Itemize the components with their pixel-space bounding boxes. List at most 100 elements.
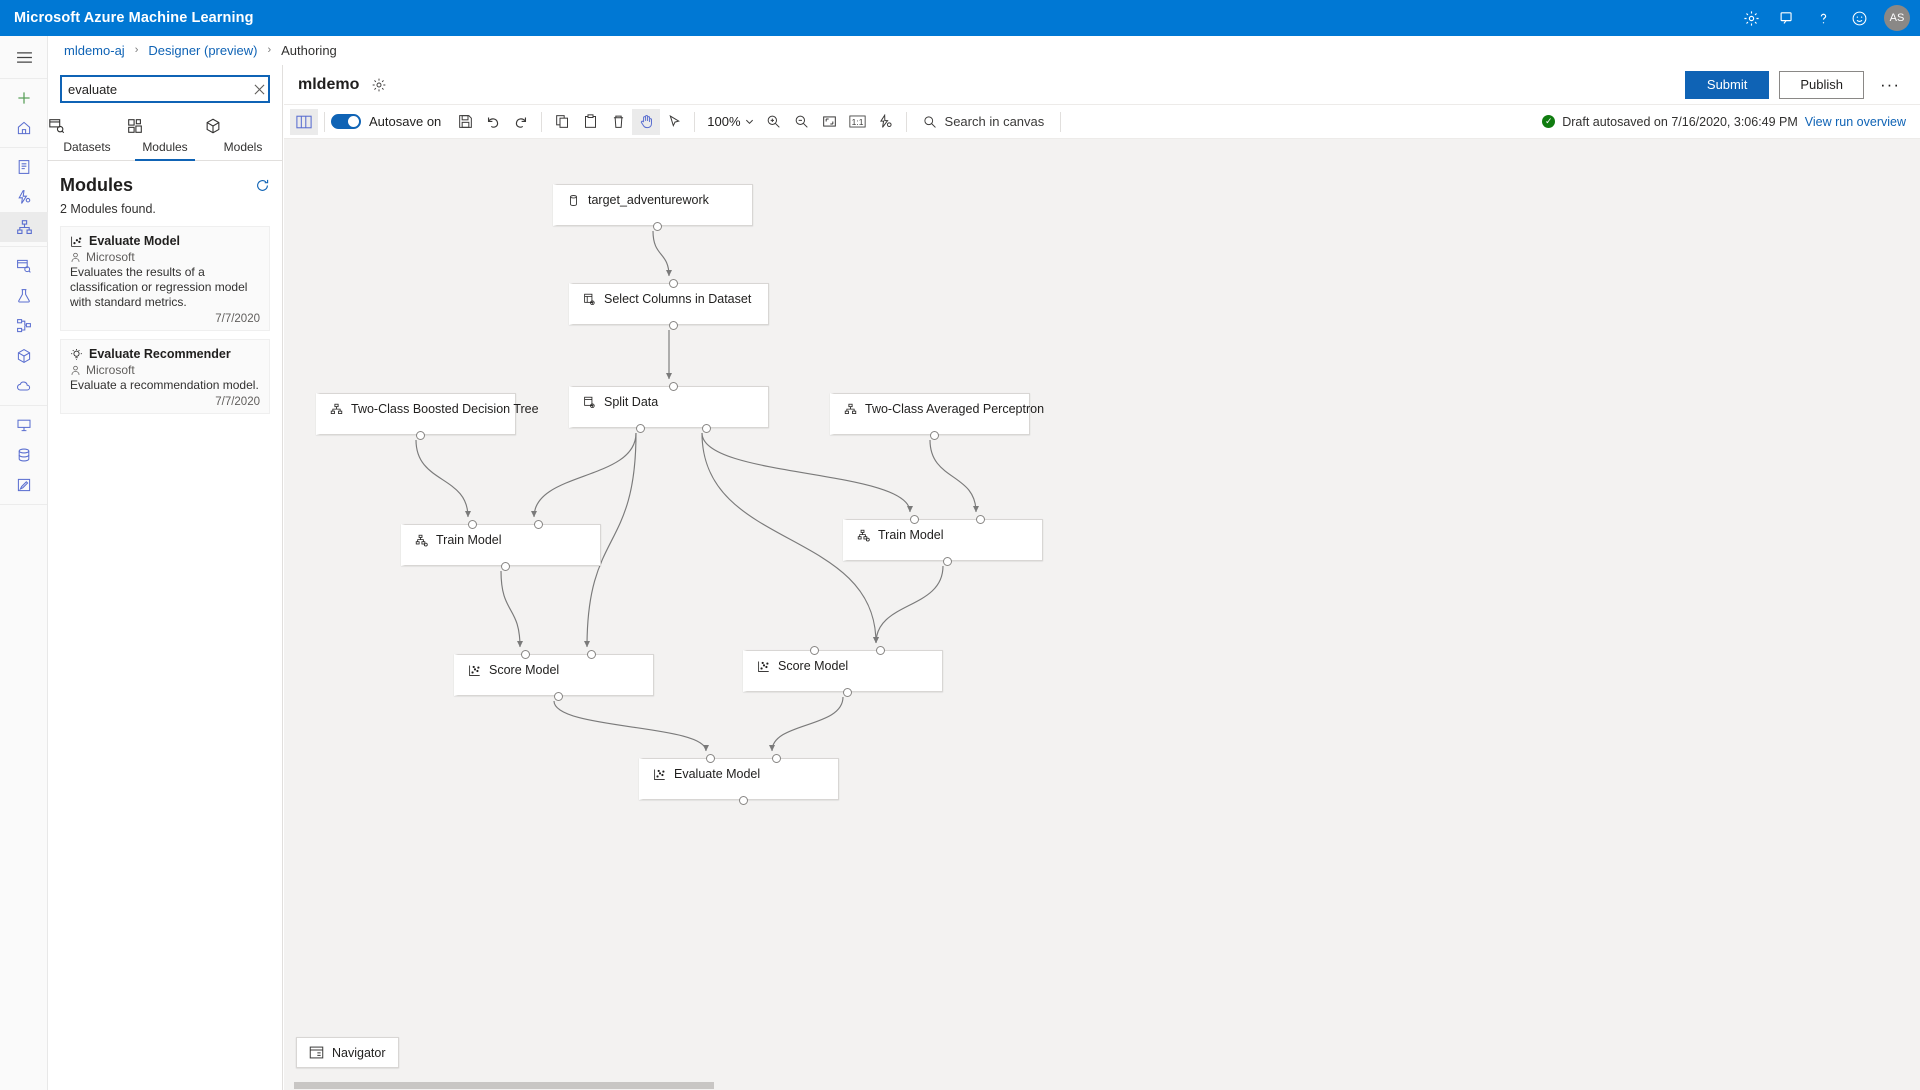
paste-button[interactable]	[576, 109, 604, 135]
experiments-icon[interactable]	[0, 281, 48, 311]
canvas-search[interactable]: Search in canvas	[913, 114, 1055, 129]
module-card-evaluate-model[interactable]: Evaluate Model Microsoft Evaluates the r…	[60, 226, 270, 331]
node-output-port-0[interactable]	[842, 688, 852, 697]
pan-tool-button[interactable]	[632, 108, 661, 135]
breadcrumb-item-designer[interactable]: Designer (preview)	[148, 42, 258, 58]
pipeline-node-tcap[interactable]: Two-Class Averaged Perceptron	[830, 393, 1044, 440]
rail-group-assets	[0, 247, 47, 406]
node-input-port-0[interactable]	[909, 515, 919, 524]
pipeline-node-sel[interactable]: Select Columns in Dataset	[569, 279, 769, 330]
new-icon[interactable]	[0, 83, 48, 113]
home-icon[interactable]	[0, 113, 48, 143]
node-input-port-0[interactable]	[467, 520, 477, 529]
node-input-port-1[interactable]	[975, 515, 985, 524]
node-input-port-0[interactable]	[668, 382, 678, 391]
node-input-port-1[interactable]	[586, 650, 596, 659]
save-button[interactable]	[451, 109, 479, 135]
auto-layout-icon[interactable]	[872, 109, 900, 135]
module-card-evaluate-recommender[interactable]: Evaluate Recommender Microsoft Evaluate …	[60, 339, 270, 414]
node-output-port-0[interactable]	[500, 562, 510, 571]
autosave-toggle[interactable]	[331, 114, 361, 129]
actual-size-button[interactable]: 1:1	[844, 109, 872, 135]
node-output-port-0[interactable]	[942, 557, 952, 566]
tab-models[interactable]: Models	[204, 111, 282, 160]
feedback-icon[interactable]	[1770, 0, 1804, 36]
smiley-icon[interactable]	[1842, 0, 1876, 36]
delete-button[interactable]	[604, 109, 632, 135]
module-publisher: Microsoft	[86, 363, 135, 377]
node-input-port-1[interactable]	[875, 646, 885, 655]
publish-button[interactable]: Publish	[1779, 70, 1865, 99]
hamburger-menu-icon[interactable]	[0, 40, 48, 74]
copy-button[interactable]	[548, 109, 576, 135]
designer-actions: Submit Publish ···	[1684, 70, 1920, 99]
node-output-port-0[interactable]	[415, 431, 425, 440]
navigator-button[interactable]: Navigator	[296, 1037, 399, 1068]
pipeline-node-train1[interactable]: Train Model	[401, 520, 601, 571]
avatar[interactable]: AS	[1884, 5, 1910, 31]
pipeline-node-ds[interactable]: target_adventurework	[553, 184, 753, 231]
tab-modules[interactable]: Modules	[126, 111, 204, 161]
help-icon[interactable]	[1806, 0, 1840, 36]
left-nav-rail	[0, 36, 48, 1090]
node-input-port-1[interactable]	[771, 754, 781, 763]
undo-button[interactable]	[479, 109, 507, 135]
pipeline-node-tbdt[interactable]: Two-Class Boosted Decision Tree	[316, 393, 539, 440]
node-input-port-0[interactable]	[705, 754, 715, 763]
pipelines-icon[interactable]	[0, 311, 48, 341]
canvas-search-placeholder: Search in canvas	[944, 114, 1045, 129]
node-output-port-1[interactable]	[701, 424, 711, 433]
toggle-panel-icon[interactable]	[290, 108, 318, 135]
search-box[interactable]	[60, 75, 270, 103]
notebooks-icon[interactable]	[0, 152, 48, 182]
node-output-port-0[interactable]	[635, 424, 645, 433]
rail-group-primary	[0, 79, 47, 148]
endpoints-icon[interactable]	[0, 371, 48, 401]
automated-ml-icon[interactable]	[0, 182, 48, 212]
pipeline-edge	[531, 432, 637, 518]
gear-icon[interactable]	[1734, 0, 1768, 36]
search-input[interactable]	[62, 81, 250, 97]
pipeline-node-split[interactable]: Split Data	[569, 382, 769, 433]
train-model-icon	[415, 534, 428, 547]
fit-to-screen-icon[interactable]	[816, 109, 844, 135]
pipeline-node-score2[interactable]: Score Model	[743, 646, 943, 697]
datastores-icon[interactable]	[0, 440, 48, 470]
zoom-level-select[interactable]: 100%	[701, 114, 759, 129]
model-icon	[844, 403, 857, 416]
node-output-port-0[interactable]	[668, 321, 678, 330]
model-icon	[330, 403, 343, 416]
node-input-port-0[interactable]	[668, 279, 678, 288]
tab-datasets[interactable]: Datasets	[48, 111, 126, 160]
clear-search-icon[interactable]	[250, 77, 268, 101]
node-input-port-1[interactable]	[533, 520, 543, 529]
node-output-port-0[interactable]	[929, 431, 939, 440]
person-icon	[70, 252, 81, 263]
pipeline-node-score1[interactable]: Score Model	[454, 650, 654, 701]
compute-icon[interactable]	[0, 410, 48, 440]
zoom-out-icon[interactable]	[788, 109, 816, 135]
refresh-icon[interactable]	[255, 178, 270, 193]
zoom-in-icon[interactable]	[760, 109, 788, 135]
scrollbar-thumb[interactable]	[294, 1082, 714, 1089]
datasets-icon[interactable]	[0, 251, 48, 281]
pipeline-settings-icon[interactable]	[371, 77, 387, 93]
node-input-port-0[interactable]	[520, 650, 530, 659]
select-tool-button[interactable]	[660, 109, 688, 135]
node-input-port-0[interactable]	[809, 646, 819, 655]
sidebar-item-designer[interactable]	[0, 212, 48, 242]
submit-button[interactable]: Submit	[1684, 70, 1770, 99]
horizontal-scrollbar[interactable]	[284, 1081, 1920, 1090]
pipeline-node-train2[interactable]: Train Model	[843, 515, 1043, 566]
labeling-icon[interactable]	[0, 470, 48, 500]
node-output-port-0[interactable]	[553, 692, 563, 701]
redo-button[interactable]	[507, 109, 535, 135]
node-output-port-0[interactable]	[738, 796, 748, 805]
pipeline-node-eval[interactable]: Evaluate Model	[639, 754, 839, 805]
node-output-port-0[interactable]	[652, 222, 662, 231]
models-icon[interactable]	[0, 341, 48, 371]
view-run-overview-link[interactable]: View run overview	[1804, 114, 1906, 129]
more-options-icon[interactable]: ···	[1880, 74, 1900, 94]
breadcrumb-item-workspace[interactable]: mldemo-aj	[64, 42, 125, 58]
